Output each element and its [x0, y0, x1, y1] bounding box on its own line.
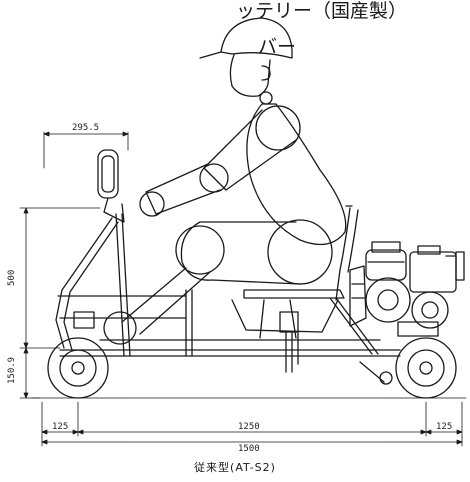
rider-ear [261, 65, 271, 81]
front-frame [55, 217, 193, 357]
dim-total-length: 1500 [238, 444, 260, 454]
rider-head [229, 54, 271, 97]
front-wheel [47, 337, 109, 399]
dim-height-upper: 500 [7, 270, 17, 286]
dim-wheelbase: 1250 [238, 422, 260, 432]
diagram-caption: 従来型(AT-S2) [194, 461, 276, 474]
rider-neck-joint [259, 91, 273, 105]
steering-assembly [97, 149, 131, 357]
rider-upper-arm [203, 109, 297, 191]
rider-thigh [180, 221, 301, 285]
rider-shoulder [255, 105, 301, 151]
chassis [59, 297, 401, 357]
rider-hand [139, 191, 165, 217]
helmet-visor [199, 51, 222, 59]
rider-torso [246, 103, 347, 246]
header-text-fragment-1: ッテリー（国産製） [236, 0, 408, 22]
dim-height-lower: 150.9 [7, 357, 17, 384]
dim-front-offset: 125 [52, 422, 68, 432]
rider-helmet [220, 17, 293, 59]
header-text-fragment-2: バー [258, 36, 297, 58]
steering-wheel [97, 149, 119, 199]
rear-wheel [395, 337, 457, 399]
rider-hip [267, 219, 333, 285]
rider-knee [175, 225, 225, 275]
seat [243, 205, 359, 301]
rider-foot [103, 311, 137, 345]
engine [349, 241, 465, 337]
planting-mechanism [279, 311, 393, 385]
rider-forearm [145, 163, 221, 215]
dim-top-width: 295.5 [72, 123, 99, 133]
rider-figure [103, 17, 347, 345]
rider-lower-leg [121, 267, 211, 335]
dimension-lines [19, 131, 463, 447]
dim-rear-offset: 125 [436, 422, 452, 432]
